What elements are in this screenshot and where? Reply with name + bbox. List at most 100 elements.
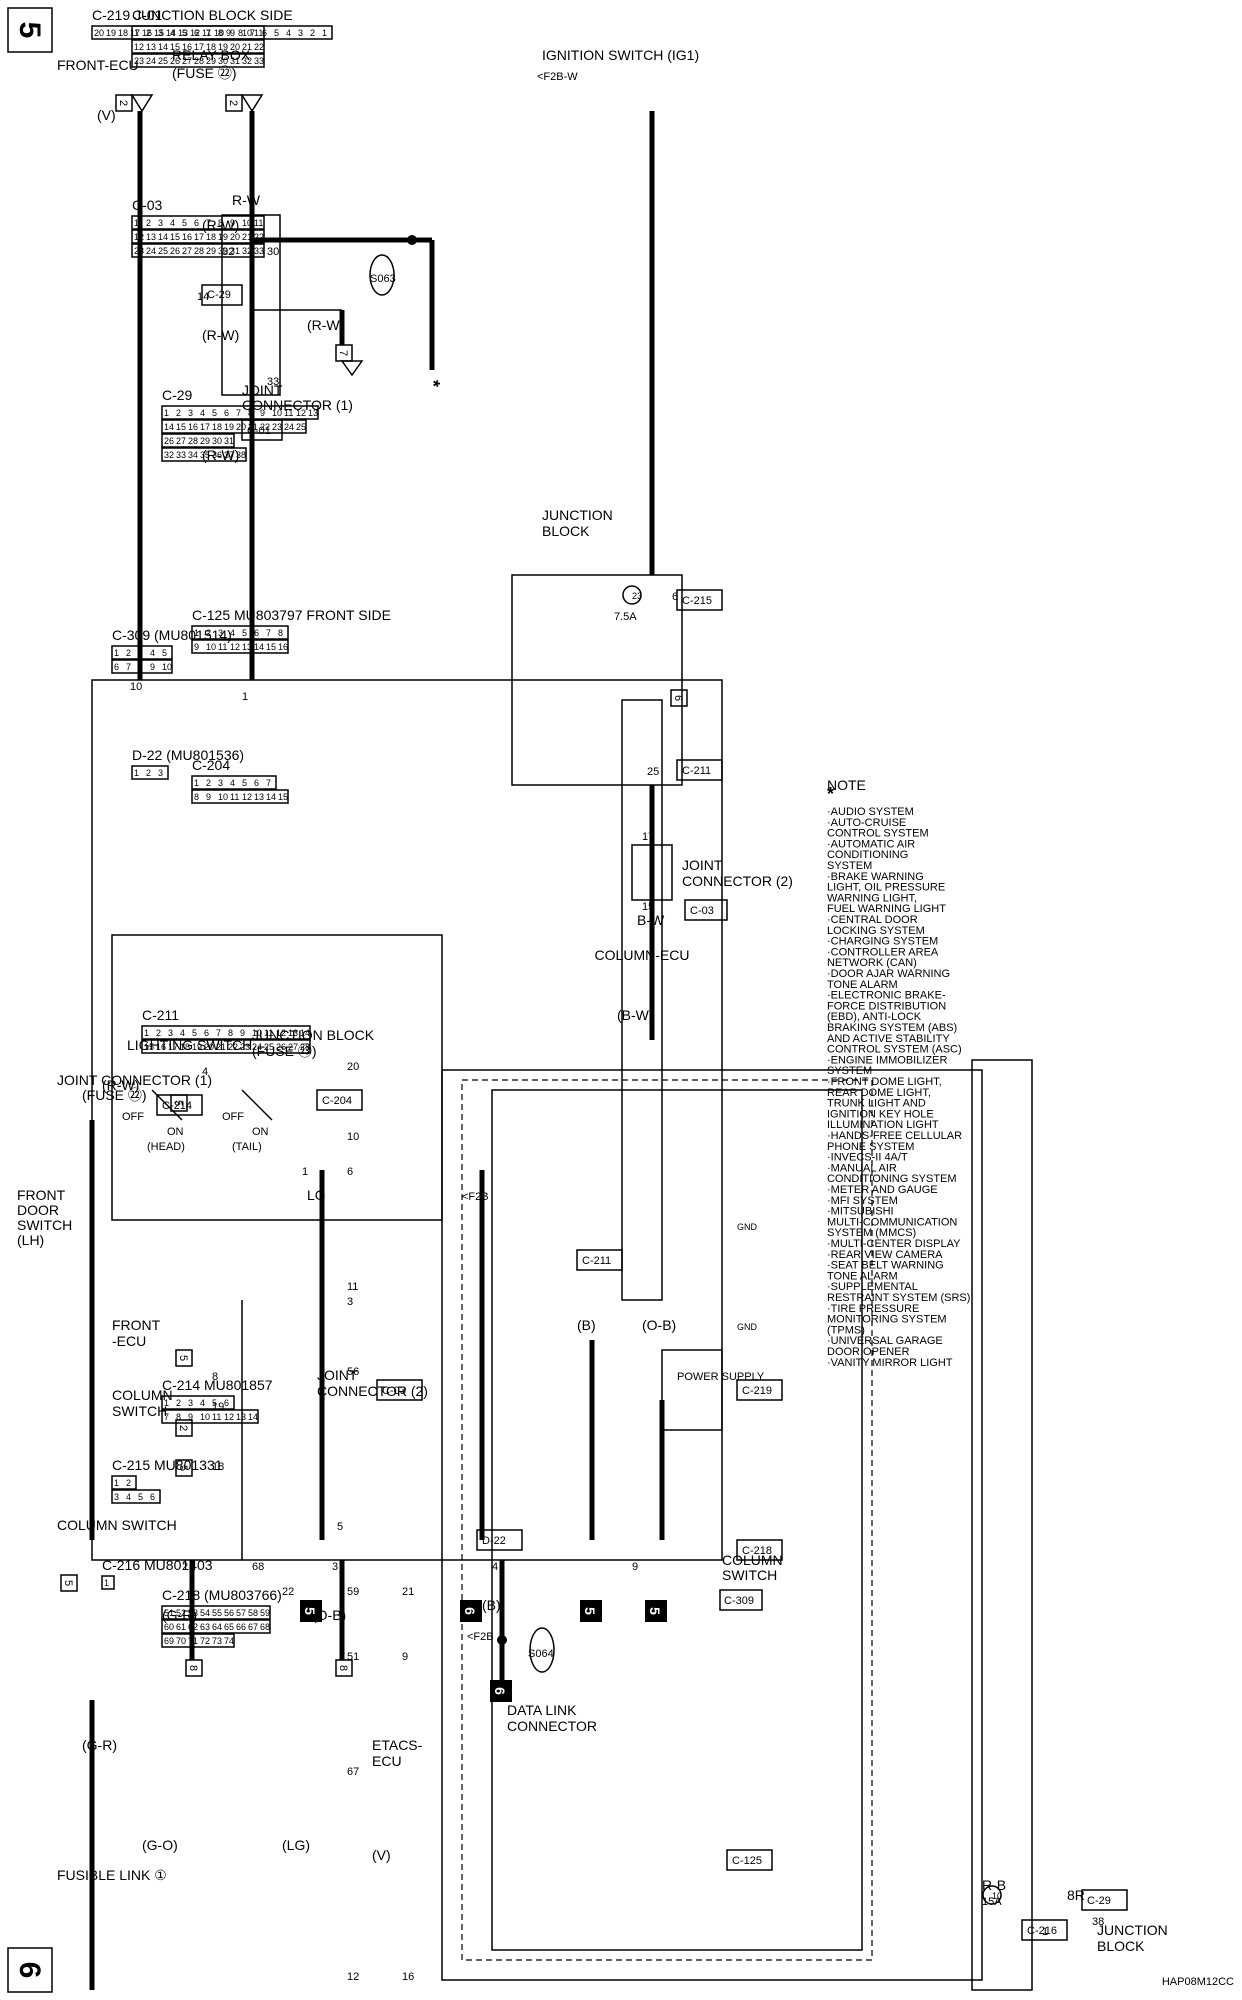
- connector-face-row-outline: [141, 1039, 311, 1054]
- svg-text:9: 9: [402, 1651, 408, 1663]
- connector-pin: 18: [206, 42, 216, 52]
- connector-pin: 63: [200, 1622, 210, 1632]
- connector-pin: 18: [206, 232, 216, 242]
- connector-pin: 5: [138, 1492, 143, 1502]
- connector-pin: 21: [248, 422, 258, 432]
- joint1-label-a: JOINT: [242, 382, 283, 398]
- svg-text:FUSIBLE LINK ①: FUSIBLE LINK ①: [57, 1867, 167, 1883]
- svg-text:S064: S064: [528, 1648, 554, 1660]
- svg-text:22: 22: [282, 1586, 294, 1598]
- connector-pin: 27: [176, 436, 186, 446]
- note-line: ·AUTO-CRUISE: [827, 817, 906, 829]
- connector-face-code: C-219 JUNCTION BLOCK SIDE: [92, 7, 293, 23]
- svg-text:(G-O): (G-O): [142, 1837, 178, 1853]
- connector-pin: 27: [182, 246, 192, 256]
- note-line: SYSTEM: [827, 860, 872, 872]
- right-small-refs: 5 5 2 5 5: [60, 1094, 193, 1592]
- svg-text:6: 6: [492, 1687, 508, 1695]
- connector-pin: 2: [146, 218, 151, 228]
- connector-pin: 1: [322, 28, 327, 38]
- joint-connector-1: 30 32 33 JOINT CONNECTOR (1) C-01: [221, 214, 353, 441]
- connector-pin: 12: [242, 792, 252, 802]
- connector-pin: 11: [254, 218, 263, 228]
- connector-pin: 17: [194, 42, 204, 52]
- connector-pin: 12: [190, 28, 200, 38]
- splice-s063: S063: [370, 273, 396, 285]
- note-line: ·BRAKE WARNING: [827, 871, 924, 883]
- connector-pin: 5: [182, 28, 187, 38]
- front-ecu-label: FRONT-ECU: [57, 57, 139, 73]
- svg-text:2: 2: [117, 100, 129, 106]
- connector-pin: 26: [276, 1042, 286, 1052]
- connector-face-row-outline: [131, 765, 169, 780]
- connector-pin: 3: [114, 1492, 119, 1502]
- svg-text:COLUMN: COLUMN: [112, 1387, 173, 1403]
- connector-face-row-outline: [111, 1489, 161, 1504]
- svg-text:JOINT CONNECTOR (1): JOINT CONNECTOR (1): [57, 1072, 212, 1088]
- note-line: ·SUPPLEMENTAL: [827, 1281, 918, 1293]
- connector-pin: 5: [274, 28, 279, 38]
- svg-text:20: 20: [347, 1061, 359, 1073]
- connector-pin: 2: [126, 648, 131, 658]
- connector-face-row-outline: [131, 243, 265, 258]
- connector-pin: 2: [206, 628, 211, 638]
- connector-pin: 17: [168, 1042, 178, 1052]
- connector-pin: 69: [164, 1636, 174, 1646]
- connector-pin: 2: [310, 28, 315, 38]
- note-line: ·AUTOMATIC AIR: [827, 838, 915, 850]
- connector-pin: 8: [218, 28, 223, 38]
- connector-pin: 12: [296, 408, 306, 418]
- ground-ref-right-5a: 5: [300, 1600, 322, 1622]
- connector-pin: 25: [158, 56, 168, 66]
- connector-pin: 19: [218, 232, 228, 242]
- drawing-code: HAP08M12CC: [1162, 1976, 1234, 1988]
- svg-text:C-03: C-03: [690, 905, 714, 917]
- connector-pin: 2: [206, 778, 211, 788]
- svg-text:BLOCK: BLOCK: [542, 523, 590, 539]
- svg-text:7.5A: 7.5A: [614, 611, 637, 623]
- connector-pin: 1: [194, 778, 199, 788]
- connector-pin: 38: [236, 450, 246, 460]
- svg-text:4: 4: [492, 1561, 498, 1573]
- connector-pin: 24: [284, 422, 294, 432]
- connector-pin: 7: [250, 28, 255, 38]
- connector-c29-a: C-29: [207, 289, 231, 301]
- note-line: SYSTEM: [827, 1065, 872, 1077]
- connector-pin: 7: [126, 662, 131, 672]
- connector-pin: 28: [188, 436, 198, 446]
- svg-text:(LH): (LH): [17, 1232, 44, 1248]
- svg-text:(R-W): (R-W): [102, 1077, 139, 1093]
- connector-pin: 4: [180, 1028, 185, 1038]
- ground-ref-right-5c: 5: [645, 1600, 667, 1622]
- connector-pin: 4: [230, 778, 235, 788]
- note-line: ILLUMINATION LIGHT: [827, 1119, 939, 1131]
- note-line: ·UNIVERSAL GARAGE: [827, 1335, 943, 1347]
- connector-pin: 10: [214, 28, 224, 38]
- connector-pin: 13: [242, 642, 252, 652]
- connector-pin: 3: [158, 28, 163, 38]
- note-line: WARNING LIGHT,: [827, 892, 917, 904]
- svg-text:FRONT: FRONT: [112, 1317, 161, 1333]
- note-line: ·REAR VIEW CAMERA: [827, 1249, 943, 1261]
- connector-pin: 3: [188, 1398, 193, 1408]
- connector-pin: 1: [194, 628, 199, 638]
- pin-10: 10: [130, 681, 142, 693]
- svg-text:59: 59: [347, 1586, 359, 1598]
- connector-pin: 9: [240, 1028, 245, 1038]
- svg-text:3: 3: [347, 1296, 353, 1308]
- connector-tags-right: C-214 C-204 C-211 C-219 C-218 D-22 C-03 …: [156, 1089, 1128, 1941]
- ground-ref-right-6: 6: [460, 1600, 482, 1622]
- connector-pin: 13: [288, 1028, 298, 1038]
- connector-pin: 9: [206, 792, 211, 802]
- svg-text:6: 6: [347, 1166, 353, 1178]
- connector-pin: 29: [206, 246, 216, 256]
- connector-pin: 8: [238, 28, 243, 38]
- note-line: ·METER AND GAUGE: [827, 1184, 938, 1196]
- connector-pin: 14: [248, 1412, 258, 1422]
- connector-face-code: C-215 MU801331: [112, 1457, 223, 1473]
- connector-pin: 15: [176, 422, 186, 432]
